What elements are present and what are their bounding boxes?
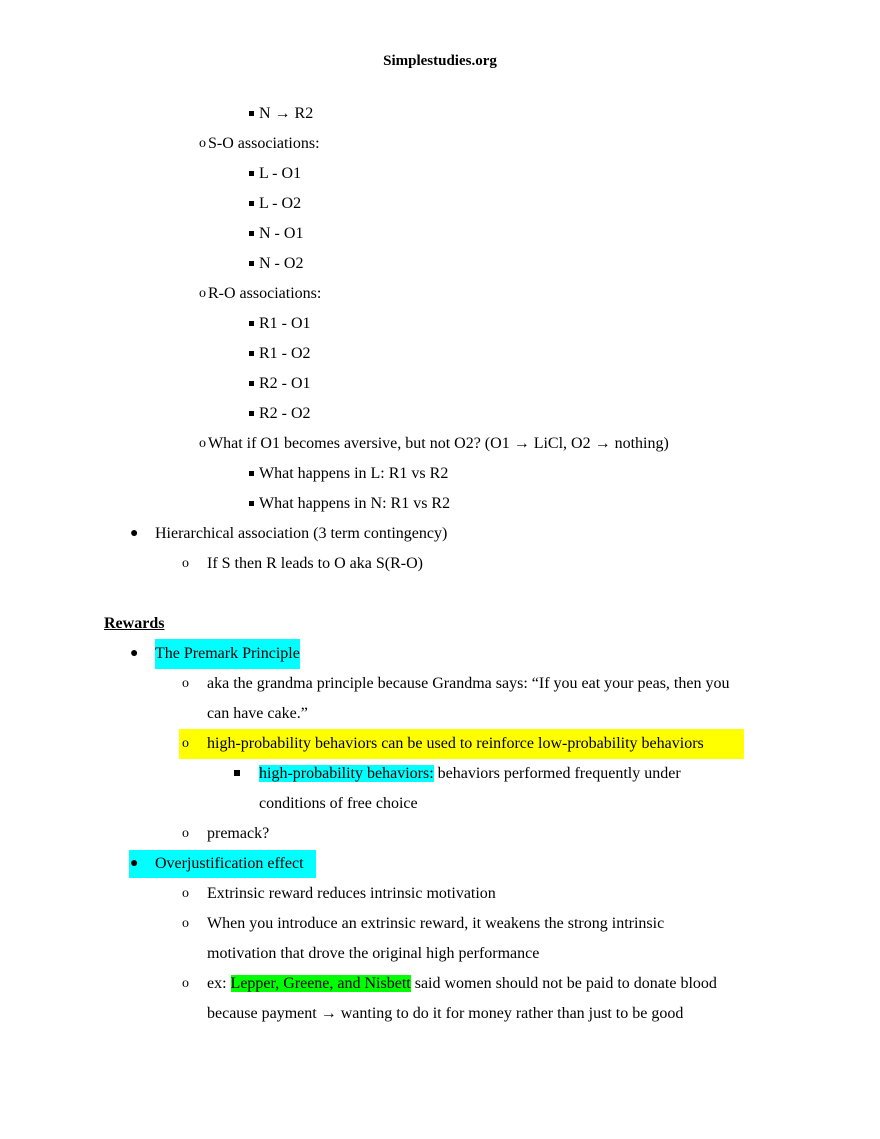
circle-bullet-icon: o [182, 736, 189, 751]
square-bullet-icon [249, 249, 254, 279]
highlight-bar [179, 729, 744, 759]
list-item: o If S then R leads to O aka S(R-O) [0, 549, 880, 579]
list-item: R2 - O1 [0, 369, 880, 399]
list-item: R2 - O2 [0, 399, 880, 429]
square-bullet-icon [249, 309, 254, 339]
definition-text: behaviors performed frequently under [433, 765, 681, 782]
example-text-cont: because payment → wanting to do it for m… [207, 1005, 684, 1022]
right-arrow-icon: → [320, 1005, 337, 1022]
square-bullet-icon [249, 489, 254, 519]
list-item: ● Hierarchical association (3 term conti… [0, 519, 880, 549]
square-bullet-icon [249, 459, 254, 489]
square-bullet-icon [249, 399, 254, 429]
circle-bullet-icon: o [182, 826, 189, 841]
square-bullet-icon [249, 189, 254, 219]
list-item: o What if O1 becomes aversive, but not O… [0, 429, 880, 459]
circle-bullet-icon: o [182, 886, 189, 901]
list-item: R1 - O2 [0, 339, 880, 369]
list-item: o aka the grandma principle because Gran… [0, 669, 880, 699]
list-item: What happens in L: R1 vs R2 [0, 459, 880, 489]
list-item-continuation: can have cake.” [207, 705, 308, 722]
circle-bullet-icon: o [182, 976, 189, 991]
disc-bullet-icon: ● [130, 646, 139, 661]
circle-bullet-icon: o [182, 916, 189, 931]
disc-bullet-icon: ● [130, 856, 139, 871]
square-bullet-icon [249, 219, 254, 249]
list-item-continuation: motivation that drove the original high … [207, 945, 540, 962]
square-bullet-icon [249, 339, 254, 369]
list-item: o S-O associations: [0, 129, 880, 159]
circle-bullet-icon: o [199, 286, 206, 301]
circle-bullet-icon: o [182, 556, 189, 571]
list-item: o premack? [0, 819, 880, 849]
list-item: ● The Premark Principle [0, 639, 880, 669]
square-bullet-icon [234, 759, 240, 789]
definition: high-probability behaviors: behaviors pe… [259, 759, 681, 789]
blank-line [0, 579, 880, 609]
cited-authors: Lepper, Greene, and Nisbett [230, 975, 411, 992]
disc-bullet-icon: ● [130, 526, 139, 541]
document-body: N → R2 o S-O associations: L - O1 L - O2… [0, 99, 880, 1029]
square-bullet-icon [249, 159, 254, 189]
list-item: N - O2 [0, 249, 880, 279]
list-item: What happens in N: R1 vs R2 [0, 489, 880, 519]
example-text: ex: Lepper, Greene, and Nisbett said wom… [207, 975, 717, 992]
list-item: o high-probability behaviors can be used… [0, 729, 880, 759]
circle-bullet-icon: o [182, 676, 189, 691]
highlight-bar [129, 850, 316, 878]
circle-bullet-icon: o [199, 136, 206, 151]
circle-bullet-icon: o [199, 436, 206, 451]
list-item: high-probability behaviors: behaviors pe… [0, 759, 880, 789]
section-heading: Rewards [104, 615, 165, 632]
list-item: N - O1 [0, 219, 880, 249]
list-item: R1 - O1 [0, 309, 880, 339]
list-item: L - O1 [0, 159, 880, 189]
square-bullet-icon [249, 369, 254, 399]
list-item-continuation: conditions of free choice [259, 795, 418, 812]
list-item: o When you introduce an extrinsic reward… [0, 909, 880, 939]
list-item: N → R2 [0, 99, 880, 129]
list-item: o Extrinsic reward reduces intrinsic mot… [0, 879, 880, 909]
list-item: o ex: Lepper, Greene, and Nisbett said w… [0, 969, 880, 999]
definition-term: high-probability behaviors: [259, 765, 434, 782]
list-item: o R-O associations: [0, 279, 880, 309]
list-item-continuation: because payment → wanting to do it for m… [0, 999, 880, 1029]
list-item: ● Overjustification effect [0, 849, 880, 879]
square-bullet-icon [249, 99, 254, 129]
list-item: L - O2 [0, 189, 880, 219]
page-header: Simplestudies.org [383, 53, 497, 69]
